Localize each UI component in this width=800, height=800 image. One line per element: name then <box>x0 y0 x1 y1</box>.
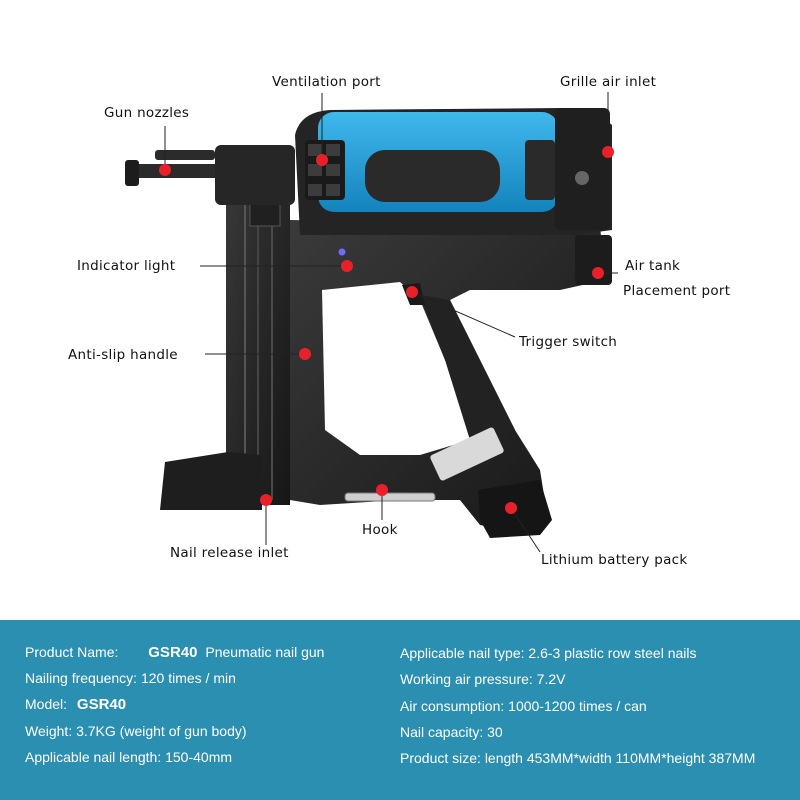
spec-product-name-desc: Pneumatic nail gun <box>205 644 325 660</box>
marker-hook <box>376 484 388 496</box>
indicator-led <box>338 248 346 256</box>
hook-bar <box>344 492 436 502</box>
callout-markers <box>159 146 614 514</box>
handle-opening <box>322 282 470 455</box>
label-placement-port: Placement port <box>623 283 731 299</box>
spec-model-label: Model: <box>25 696 68 712</box>
marker-gun-nozzles <box>159 164 171 176</box>
product-diagram: Ventilation port Grille air inlet Gun no… <box>68 74 731 568</box>
spec-product-name-label: Product Name: <box>25 644 119 660</box>
label-air-tank: Air tank <box>625 258 681 274</box>
spec-product-name-model: GSR40 <box>148 644 198 661</box>
label-trigger-switch: Trigger switch <box>519 334 618 350</box>
label-lithium-battery-pack: Lithium battery pack <box>541 552 688 568</box>
spec-product-name: Product Name: GSR40 Pneumatic nail gun <box>25 644 324 661</box>
label-anti-slip-handle: Anti-slip handle <box>68 347 178 363</box>
spec-product-size: Product size: length 453MM*width 110MM*h… <box>400 750 756 766</box>
label-gun-nozzles: Gun nozzles <box>104 105 190 121</box>
spec-air-consumption: Air consumption: 1000-1200 times / can <box>400 698 647 714</box>
spec-model: Model: GSR40 <box>25 696 126 713</box>
nozzle-assembly <box>125 145 295 205</box>
marker-trigger-switch <box>406 286 418 298</box>
spec-nail-length: Applicable nail length: 150-40mm <box>25 749 233 765</box>
label-hook: Hook <box>362 522 398 538</box>
grip <box>420 295 515 440</box>
spec-nail-type: Applicable nail type: 2.6-3 plastic row … <box>400 645 697 661</box>
marker-air-tank <box>592 267 604 279</box>
foot-plate <box>160 452 262 510</box>
spec-model-value: GSR40 <box>76 696 127 713</box>
leader-lines <box>164 92 618 553</box>
marker-lithium-battery <box>505 502 517 514</box>
marker-grille-air-inlet <box>602 146 614 158</box>
marker-ventilation-port <box>316 154 328 166</box>
label-nail-release-inlet: Nail release inlet <box>170 545 289 561</box>
specifications-panel: Product Name: GSR40 Pneumatic nail gun N… <box>0 620 800 800</box>
label-ventilation-port: Ventilation port <box>272 74 381 90</box>
spec-weight: Weight: 3.7KG (weight of gun body) <box>25 723 247 739</box>
marker-nail-release-inlet <box>260 494 272 506</box>
label-indicator-light: Indicator light <box>77 258 176 274</box>
spec-air-pressure: Working air pressure: 7.2V <box>400 671 566 687</box>
vent-grid <box>305 140 345 200</box>
motor-housing <box>295 108 612 285</box>
spec-nail-capacity: Nail capacity: 30 <box>400 724 503 740</box>
nail-gun-illustration <box>125 92 618 553</box>
marker-indicator-light <box>341 260 353 272</box>
spec-nailing-frequency: Nailing frequency: 120 times / min <box>25 670 236 686</box>
marker-anti-slip-handle <box>299 348 311 360</box>
warning-sticker <box>430 427 504 481</box>
label-grille-air-inlet: Grille air inlet <box>560 74 657 90</box>
nail-magazine <box>226 150 290 505</box>
